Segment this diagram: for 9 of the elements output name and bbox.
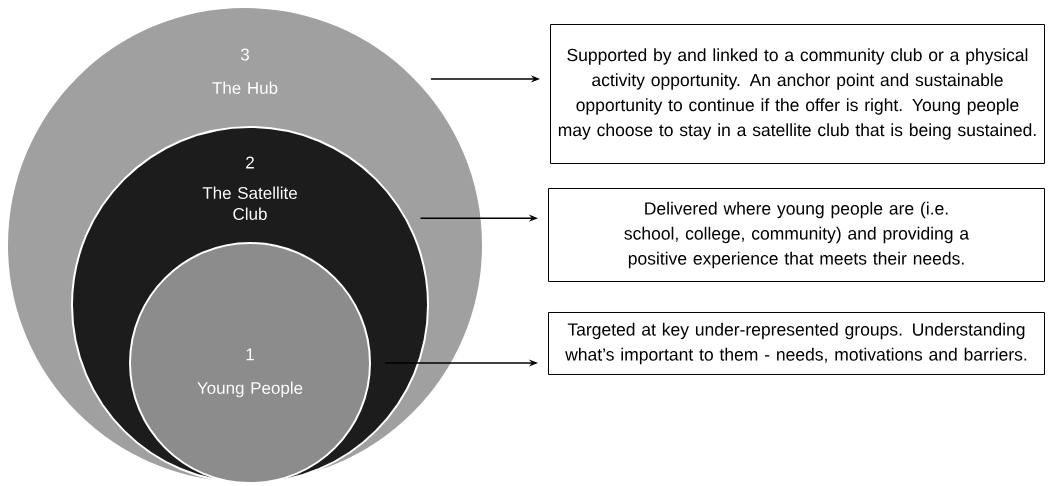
circle-label: 2 xyxy=(246,156,254,169)
text-box: Delivered where young people are (i.e. school, college, community) and providing a positive experience that meets their needs. xyxy=(548,188,1045,282)
text-box: Targeted at key under-represented groups. Understanding what’s important to them - needs, motivations and barriers. xyxy=(548,312,1045,375)
circle-label: The Satellite Club xyxy=(202,186,297,220)
circle-label: Young People xyxy=(197,381,303,398)
text-box: Supported by and linked to a community club or a physical activity opportunity. An anchor point and sustainable opportunity to continue if the offer is right. Young people may choose to stay in a satellite club that is being sustained. xyxy=(550,24,1045,164)
circle-label: 1 xyxy=(246,348,254,361)
circle-label: 3 xyxy=(240,48,249,61)
circle-label: The Hub xyxy=(212,81,278,94)
